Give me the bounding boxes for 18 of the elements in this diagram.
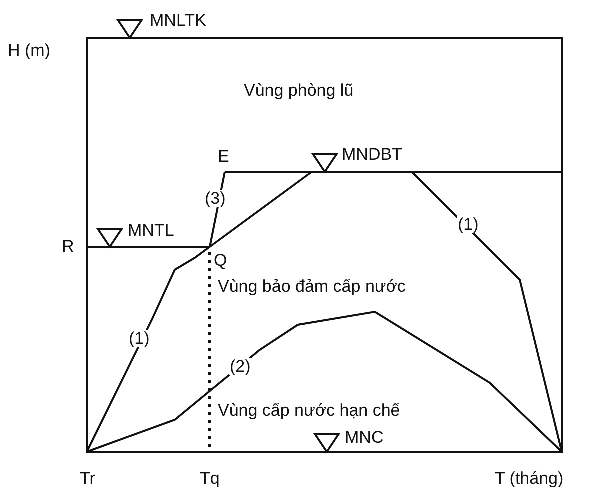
level-name: MNLTK	[150, 12, 206, 29]
level-name: MNTL	[128, 222, 174, 239]
axis-label: H (m)	[8, 42, 50, 59]
zone-label: Vùng phòng lũ	[244, 82, 354, 99]
axis-tick-label: Tq	[200, 470, 220, 487]
axis-label: T (tháng)	[495, 470, 564, 487]
point-label: Q	[214, 252, 228, 269]
curve-number: (1)	[457, 216, 480, 233]
axis-tick-label: Tr	[80, 470, 96, 487]
curve-number: (1)	[128, 330, 151, 347]
level-name: MNC	[345, 429, 384, 446]
zone-label: Vùng bảo đảm cấp nước	[218, 278, 406, 295]
zone-label: Vùng cấp nước hạn chế	[218, 402, 400, 419]
curve-number: (3)	[204, 190, 227, 207]
point-label: E	[218, 148, 230, 165]
curve-number: (2)	[229, 358, 252, 375]
level-name: MNDBT	[342, 146, 402, 163]
point-label: R	[62, 238, 74, 255]
